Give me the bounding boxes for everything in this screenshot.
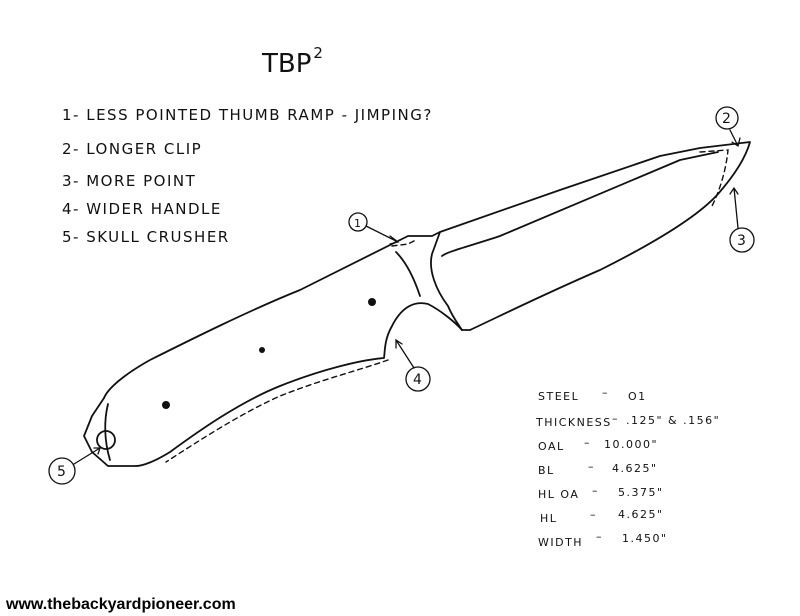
grind-line — [441, 151, 719, 257]
scale-rear-edge — [104, 403, 111, 461]
callout-1-number: 1 — [354, 217, 361, 230]
pin-hole-middle — [259, 347, 265, 353]
scale-front-edge — [395, 251, 421, 297]
spec-dash: – — [602, 386, 609, 399]
pin-hole-front — [368, 298, 376, 306]
callout-2-leader — [729, 129, 741, 148]
callout-5-circle — [48, 457, 76, 485]
spec-steel-value: O1 — [628, 390, 647, 403]
callout-3-circle — [729, 227, 755, 253]
title-superscript: 2 — [313, 44, 323, 62]
spec-dash: – — [596, 530, 603, 543]
spec-dash: – — [588, 460, 595, 473]
spec-bl-value: 4.625" — [612, 462, 658, 475]
spec-hl-oa-value: 5.375" — [618, 486, 664, 499]
callout-1-circle — [348, 212, 368, 232]
callout-1-leader — [365, 225, 400, 245]
note-3: 3- More point — [62, 172, 197, 190]
callout-5-leader — [73, 447, 101, 465]
pommel — [83, 397, 137, 467]
pin-hole-rear — [162, 401, 170, 409]
spec-bl-label: BL — [538, 464, 555, 477]
title-text: TBP — [262, 49, 312, 79]
spec-width-value: 1.450" — [622, 532, 668, 545]
spec-hl-value: 4.625" — [618, 508, 664, 521]
callout-4-circle — [405, 366, 431, 392]
spec-dash: – — [612, 412, 619, 425]
handle-spine — [103, 239, 401, 399]
callout-2-circle — [715, 106, 739, 130]
note-2: 2- Longer clip — [62, 140, 203, 158]
callout-4-leader — [395, 338, 415, 369]
spec-steel-label: Steel — [538, 390, 580, 403]
handle-belly — [135, 302, 463, 467]
callout-3-number: 3 — [737, 233, 746, 249]
revised-thumb-ramp-line — [391, 239, 417, 247]
spec-dash: – — [592, 484, 599, 497]
spec-dash: – — [590, 508, 597, 521]
ricasso-line — [430, 231, 463, 331]
note-5: 5- Skull crusher — [62, 228, 230, 246]
footer-url: www.thebackyardpioneer.com — [6, 596, 236, 613]
callout-3-leader — [729, 186, 739, 229]
spec-thickness-value: .125" & .156" — [626, 414, 721, 427]
callout-5-number: 5 — [57, 464, 66, 480]
callout-4-number: 4 — [413, 372, 422, 388]
spec-oal-label: OAL — [538, 440, 565, 453]
spec-oal-value: 10.000" — [604, 438, 659, 451]
spec-hl-oa-label: HL OA — [538, 488, 580, 501]
note-4: 4- Wider handle — [62, 200, 222, 218]
callout-2-number: 2 — [722, 111, 731, 127]
spec-hl-label: HL — [540, 512, 558, 525]
spec-thickness-label: Thickness — [536, 416, 612, 429]
note-1: 1- Less pointed thumb ramp - jimping? — [62, 106, 433, 124]
spec-width-label: Width — [538, 536, 584, 549]
blade-outline — [399, 141, 751, 331]
spec-dash: – — [584, 436, 591, 449]
revised-clip-line — [699, 149, 729, 207]
revised-handle-line — [165, 359, 389, 463]
